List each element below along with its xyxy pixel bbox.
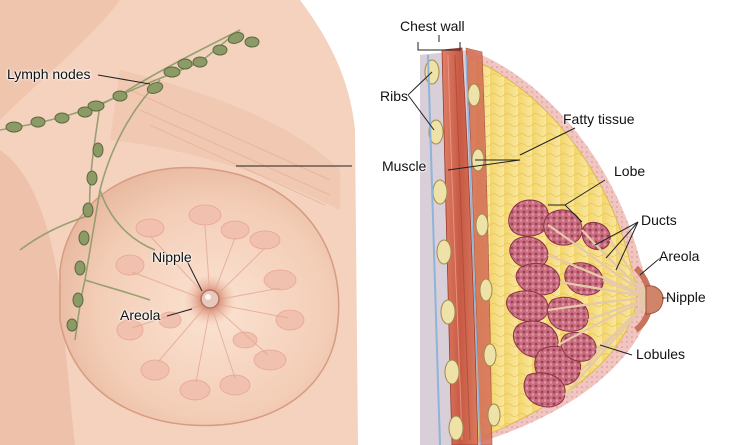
internal-lobes xyxy=(115,204,305,401)
label-lobules: Lobules xyxy=(636,346,686,362)
right-leader-lines xyxy=(407,35,676,356)
label-ribs: Ribs xyxy=(380,88,409,104)
label-nipple-left: Nipple xyxy=(152,249,192,265)
label-nipple-right: Nipple xyxy=(666,289,706,305)
lymph-nodes xyxy=(5,32,260,332)
label-lobe: Lobe xyxy=(614,163,646,179)
label-areola-right: Areola xyxy=(659,248,700,264)
label-fatty-tissue: Fatty tissue xyxy=(563,111,635,127)
left-frontal-view xyxy=(0,0,358,445)
label-areola-left: Areola xyxy=(120,307,161,323)
right-nipple xyxy=(645,285,664,315)
label-muscle: Muscle xyxy=(382,158,427,174)
right-cross-section-view xyxy=(373,0,730,445)
left-leader-lines xyxy=(97,74,352,317)
ducts xyxy=(547,224,649,396)
label-lymph-nodes: Lymph nodes xyxy=(7,66,91,82)
label-chest-wall: Chest wall xyxy=(400,18,465,34)
label-ducts: Ducts xyxy=(641,212,677,228)
